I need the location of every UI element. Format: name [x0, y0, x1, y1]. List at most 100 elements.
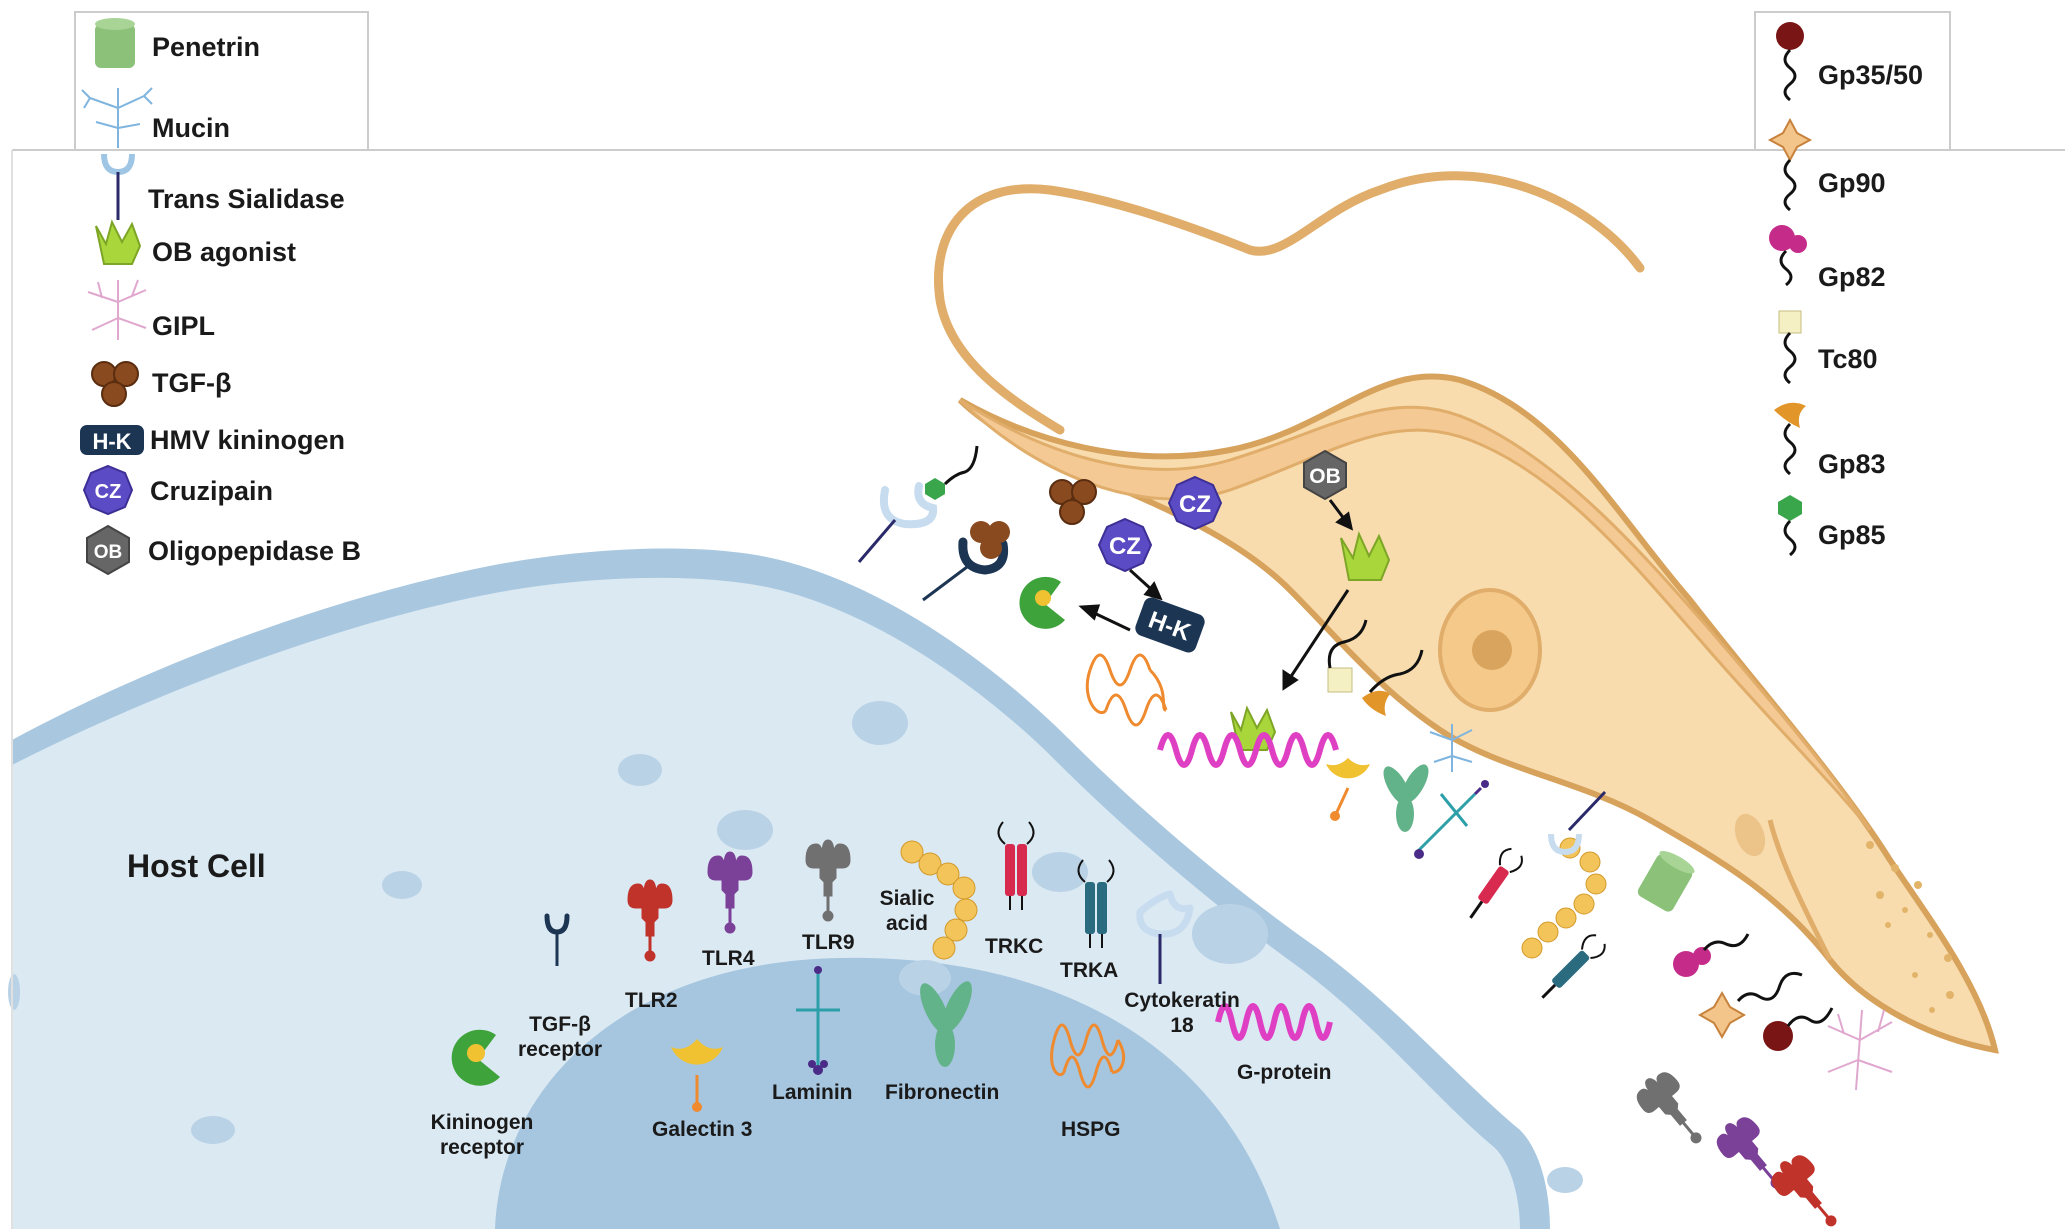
g-protein-icon: [1215, 1003, 1333, 1041]
trans-sialidase-icon: [101, 153, 135, 220]
mucin-interface: [1429, 724, 1473, 772]
mucin-icon: [81, 87, 153, 148]
undulating-membrane: [958, 398, 1872, 831]
g-protein-interface: [1157, 732, 1339, 768]
galectin-interface: [1326, 758, 1370, 821]
tlr9-interface: [1628, 1064, 1718, 1158]
legend-label-tgf-beta: TGF-β: [152, 368, 232, 398]
trkc-interface: [1469, 847, 1523, 919]
free-tgf-beta: [1049, 479, 1097, 525]
arrow-agonist-to-gprotein: [1282, 589, 1350, 691]
gp82-icon: [1769, 225, 1807, 287]
nucleus: [495, 957, 1280, 1229]
parasite-body: [957, 373, 1999, 1054]
legend-label-gp35-50: Gp35/50: [1818, 60, 1924, 90]
laminin-icon: [796, 966, 840, 1075]
tgf-beta-icon: [91, 361, 139, 407]
tc80-gp83-on-surface: [1327, 619, 1424, 716]
tlr2-interface: [1763, 1147, 1853, 1229]
svg-text:CZ: CZ: [95, 481, 122, 503]
g-protein-label: G-protein: [1237, 1061, 1332, 1084]
hspg-icon: [1050, 1023, 1125, 1089]
legend-label-hmv-kininogen: HMV kininogen: [150, 425, 345, 455]
legend-label-cruzipain: Cruzipain: [150, 476, 274, 506]
gp83-icon: [1774, 402, 1806, 476]
legend-label-trans-sialidase: Trans Sialidase: [148, 184, 345, 214]
ob-enzyme: OB: [1303, 449, 1347, 501]
sialic-acid-chain-interface: [1521, 837, 1607, 959]
hspg-interface: [1085, 653, 1168, 727]
svg-text:OB: OB: [94, 542, 123, 563]
gipl-interface: [1827, 1009, 1893, 1091]
hspg-label: HSPG: [1061, 1118, 1121, 1141]
arrow-hk-to-kininogen: [1078, 604, 1131, 632]
legend-label-gp85: Gp85: [1818, 520, 1886, 550]
kininogen-receptor-interface: [1019, 576, 1065, 629]
arrow-cz-to-hk: [1128, 568, 1163, 601]
trans-sialidase-interface: [1548, 790, 1607, 856]
gp82-interface: [1673, 933, 1750, 977]
tlr4-label: TLR4: [702, 947, 755, 970]
trka-icon: [1077, 859, 1115, 948]
svg-text:CZ: CZ: [1179, 491, 1211, 518]
ob-agonist-bound: [1230, 705, 1277, 751]
svg-text:H-K: H-K: [92, 429, 131, 454]
cz-enzyme-1: CZ: [1167, 475, 1223, 531]
trkc-icon: [997, 821, 1035, 910]
cz-enzyme-2: CZ: [1097, 517, 1153, 573]
cytokeratin-icon: [1136, 890, 1194, 984]
host-cell-label: Host Cell: [127, 848, 266, 884]
gp90-icon: [1767, 117, 1813, 212]
vesicles: [8, 701, 1583, 1193]
fibronectin-interface: [1383, 764, 1429, 832]
arrow-ob-to-agonist: [1328, 499, 1354, 531]
svg-text:CZ: CZ: [1109, 533, 1141, 560]
legend-label-ob-agonist: OB agonist: [152, 237, 297, 267]
laminin-label: Laminin: [772, 1081, 853, 1104]
penetrin-interface: [1637, 850, 1695, 912]
oligopeptidase-icon: OB: [86, 524, 130, 576]
fibronectin-icon: [920, 981, 972, 1067]
galectin-3-label: Galectin 3: [652, 1118, 753, 1141]
tlr2-label: TLR2: [625, 989, 678, 1012]
legend-label-mucin: Mucin: [152, 113, 230, 143]
gipl-icon: [87, 279, 147, 340]
galectin-3-icon: [671, 1039, 723, 1112]
trka-interface: [1541, 934, 1606, 999]
legend-label-gp82: Gp82: [1818, 262, 1886, 292]
hk-kininogen: H-K: [1135, 597, 1205, 653]
ob-agonist-icon: [95, 219, 142, 265]
parasite-nucleolus: [1472, 630, 1512, 670]
legend-label-gp90: Gp90: [1818, 168, 1886, 198]
hk-badge-icon: H-K: [80, 425, 144, 455]
legend-label-penetrin: Penetrin: [152, 32, 261, 62]
kinetoplast: [1734, 813, 1766, 857]
gp90-interface: [1697, 971, 1803, 1040]
gp35-50-interface: [1763, 1007, 1834, 1051]
gp35-50-icon: [1776, 22, 1804, 102]
svg-text:OB: OB: [1309, 465, 1341, 488]
legend-label-gp83: Gp83: [1818, 449, 1886, 479]
laminin-interface: [1414, 780, 1489, 859]
tgf-receptor-bound: [922, 521, 1010, 602]
ob-agonist-released: [1340, 530, 1391, 581]
legend-label-gipl: GIPL: [152, 311, 216, 341]
penetrin-icon: [95, 18, 135, 68]
cruzipain-icon: CZ: [82, 464, 134, 516]
trkc-label: TRKC: [985, 935, 1044, 958]
tlr9-label: TLR9: [802, 931, 855, 954]
gp85-icon: [1778, 495, 1802, 557]
trka-label: TRKA: [1060, 959, 1119, 982]
legend-label-oligopeptidase-b: Oligopepidase B: [148, 536, 362, 566]
fibronectin-label: Fibronectin: [885, 1081, 1000, 1104]
parasite-flagellum: [934, 171, 1645, 435]
gp85-on-trans-sialidase: [857, 445, 979, 563]
legend-label-tc80: Tc80: [1818, 344, 1878, 374]
tc80-icon: [1778, 310, 1802, 385]
released-particles: [1866, 841, 1954, 1013]
